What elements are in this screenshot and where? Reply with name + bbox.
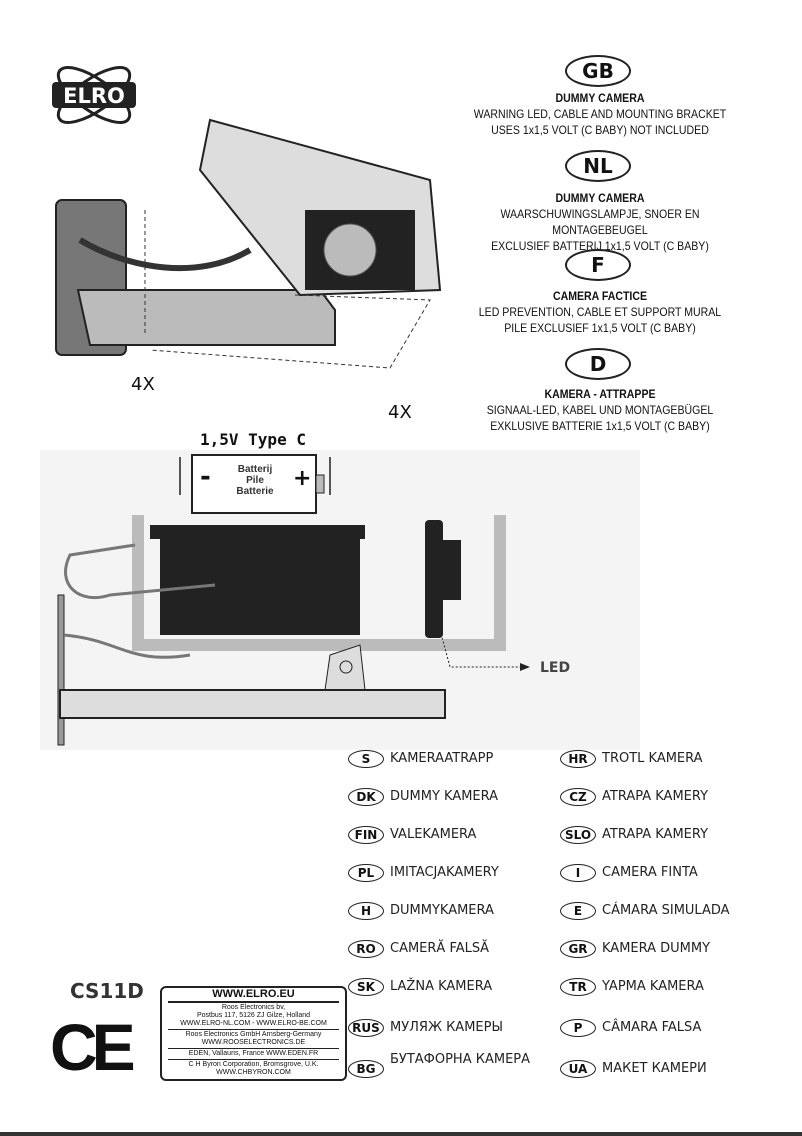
lang-badge-i: I [560,864,596,882]
lang-badge-ua: UA [560,1060,596,1078]
elro-logo: ELRO [52,66,136,124]
lang-text-dk: DUMMY KAMERA [390,789,499,804]
lang-text-i: CAMERA FINTA [602,865,698,880]
lang-text-slo: ATRAPA KAMERY [602,827,709,842]
title: CAMERA FACTICE [552,289,648,303]
line: WARNING LED, CABLE AND MOUNTING BRACKET [473,107,727,121]
lang-badge-nl: NL [565,150,631,182]
line: PILE EXCLUSIEF 1x1,5 VOLT (C BABY) [504,321,696,335]
title: DUMMY CAMERA [555,191,645,205]
ce-mark: CE [50,1010,136,1084]
contact-line: C H Byron Corporation, Bromsgrove, U.K. [188,1061,319,1068]
line: SIGNAAL-LED, KABEL UND MONTAGEBÜGEL [486,403,714,417]
lang-block-f: CAMERA FACTICE LED PREVENTION, CABLE ET … [459,288,741,336]
logo-text: ELRO [63,84,125,108]
lang-badge-rus: RUS [348,1019,384,1037]
lang-text-ro: CAMERĂ FALSĂ [390,941,490,956]
lang-badge-slo: SLO [560,826,596,844]
lang-badge-d: D [565,348,631,380]
lang-text-ua: МАКЕТ КАМЕРИ [602,1061,707,1076]
battery-label-de: Batterie [236,486,274,497]
lang-badge-fin: FIN [348,826,384,844]
lang-text-bg: БУТАФОРНА КАМЕРА [390,1052,531,1067]
lang-text-h: DUMMYKAMERA [390,903,494,918]
contact-line: Postbus 117, 5126 ZJ Gilze, Holland [196,1012,311,1019]
lang-text-hr: TROTL KAMERA [602,751,703,766]
line: EXCLUSIEF BATTERIJ 1x1,5 VOLT (C BABY) [491,239,709,253]
model-number: CS11D [70,979,144,1003]
battery-minus: - [200,462,211,492]
lang-badge-sk: SK [348,978,384,996]
line: LED PREVENTION, CABLE ET SUPPORT MURAL [478,305,722,319]
lang-block-d: KAMERA - ATTRAPPE SIGNAAL-LED, KABEL UND… [459,386,741,434]
screws-left-count: 4X [131,374,155,395]
lang-badge-bg: BG [348,1060,384,1078]
bottom-rule [0,1132,802,1136]
led-label: LED [540,660,571,676]
lang-text-tr: YAPMA KAMERA [602,979,704,994]
lang-badge-h: H [348,902,384,920]
battery-label: Batterij Pile Batterie [222,464,288,497]
lang-text-pl: IMITACJAKAMERY [390,865,499,880]
lang-badge-e: E [560,902,596,920]
battery-label-fr: Pile [246,475,264,486]
title: KAMERA - ATTRAPPE [544,387,656,401]
screws-right-count: 4X [388,402,412,423]
lang-badge-tr: TR [560,978,596,996]
contact-line: WWW.ELRO-NL.COM - WWW.ELRO-BE.COM [180,1020,327,1027]
contact-line: Roos Electronics bv, [221,1004,286,1011]
lang-badge-dk: DK [348,788,384,806]
battery-plus: + [293,466,312,491]
lang-block-gb: DUMMY CAMERA WARNING LED, CABLE AND MOUN… [459,90,741,138]
contact-line: WWW.CHBYRON.COM [216,1069,291,1076]
line: WAARSCHUWINGSLAMPJE, SNOER EN MONTAGEBEU… [500,207,700,237]
lang-badge-gr: GR [560,940,596,958]
contact-line: EDEN, Vallauris, France WWW.EDEN.FR [188,1050,319,1057]
cross-section-diagram [40,450,640,750]
lang-text-e: CÁMARA SIMULADA [602,903,730,918]
lang-badge-f: F [565,249,631,281]
lang-text-fin: VALEKAMERA [390,827,477,842]
lang-text-cz: ATRAPA KAMERY [602,789,709,804]
line: EXKLUSIVE BATTERIE 1x1,5 VOLT (C BABY) [490,419,710,433]
lang-text-sk: LAŽNA KAMERA [390,979,493,994]
lang-badge-pl: PL [348,864,384,882]
lang-badge-ro: RO [348,940,384,958]
battery-label-nl: Batterij [237,464,273,475]
lang-badge-hr: HR [560,750,596,768]
website: WWW.ELRO.EU [168,988,339,1003]
contact-line: Roos Electronics GmbH Arnsberg-Germany [185,1031,322,1038]
battery-type: 1,5V Type C [200,430,306,449]
lang-text-rus: МУЛЯЖ КАМЕРЫ [390,1020,503,1035]
lang-badge-p: P [560,1019,596,1037]
lang-text-p: CÂMARA FALSA [602,1020,702,1035]
line: USES 1x1,5 VOLT (C BABY) NOT INCLUDED [491,123,709,137]
lang-badge-cz: CZ [560,788,596,806]
title: DUMMY CAMERA [555,91,645,105]
contact-label: WWW.ELRO.EU Roos Electronics bv,Postbus … [160,986,347,1081]
lang-text-gr: KAMERA DUMMY [602,941,711,956]
camera-mounting-illustration [55,118,442,369]
lang-block-nl: DUMMY CAMERA WAARSCHUWINGSLAMPJE, SNOER … [459,190,741,254]
lang-badge-gb: GB [565,55,631,87]
lang-text-s: KAMERAATRAPP [390,751,494,766]
lang-badge-s: S [348,750,384,768]
contact-line: WWW.ROOSELECTRONICS.DE [201,1039,306,1046]
